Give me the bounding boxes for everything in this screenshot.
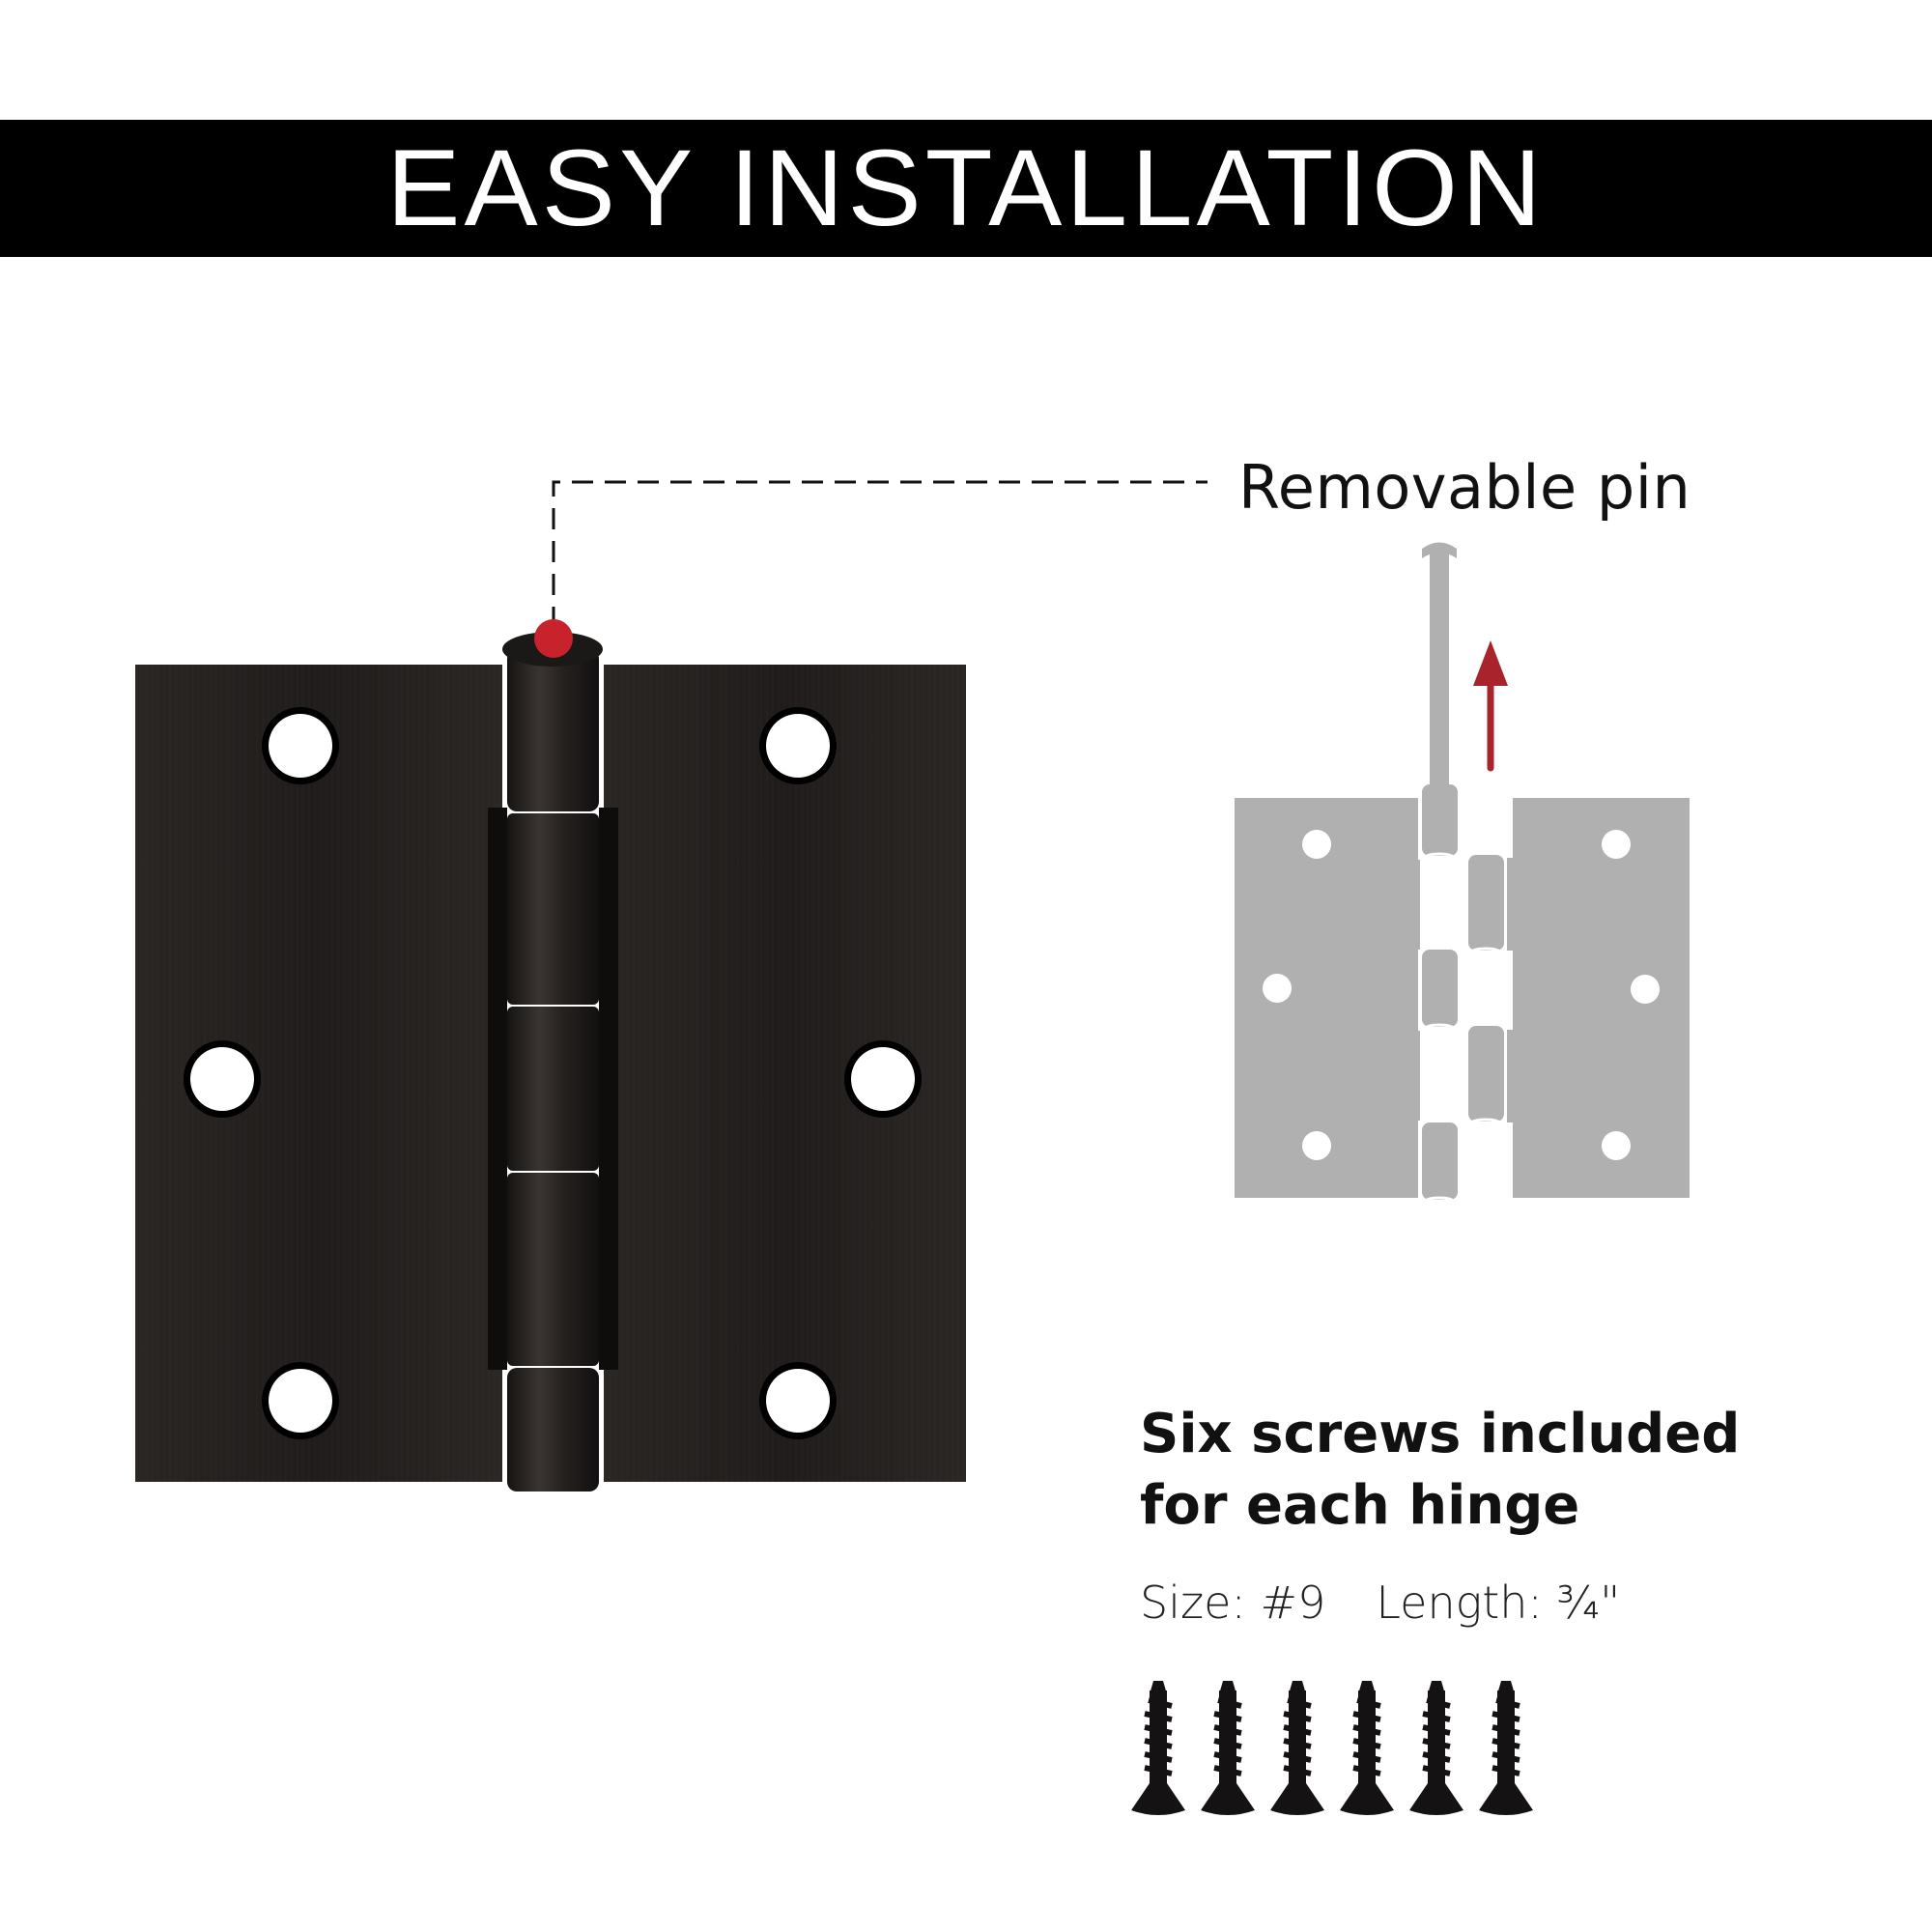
pin-marker-dot [534,619,573,658]
screw-icon [1340,1681,1394,1815]
removable-pin-icon [1430,552,1449,787]
hinge-photo [135,632,966,1492]
header-banner: EASY INSTALLATION [0,120,1932,257]
diagram-hole-icon [1263,830,1660,1160]
banner-title: EASY INSTALLATION [386,128,1546,248]
callout-dashed-line [552,480,1208,628]
hinge-diagram [1235,542,1690,1208]
screw-icon [1479,1681,1533,1815]
removable-pin-label: Removable pin [1238,452,1691,523]
hinge-knuckles [488,632,618,1492]
screw-hole-icon [759,707,922,1439]
screw-icon [1131,1681,1185,1815]
screws-heading-line2: for each hinge [1140,1474,1580,1537]
screw-hole-icon [184,707,339,1439]
screw-length: Length: ¾" [1376,1577,1621,1629]
screws-heading-line1: Six screws included [1140,1403,1741,1465]
screws-heading: Six screws included for each hinge [1140,1399,1740,1542]
screw-icon [1201,1681,1255,1815]
screw-icon [1270,1681,1324,1815]
arrow-up-icon [1473,640,1508,772]
screw-size: Size: #9 [1140,1577,1326,1629]
screws-row [1131,1681,1533,1815]
screw-icon [1409,1681,1463,1815]
screw-specs: Size: #9 Length: ¾" [1140,1577,1620,1629]
